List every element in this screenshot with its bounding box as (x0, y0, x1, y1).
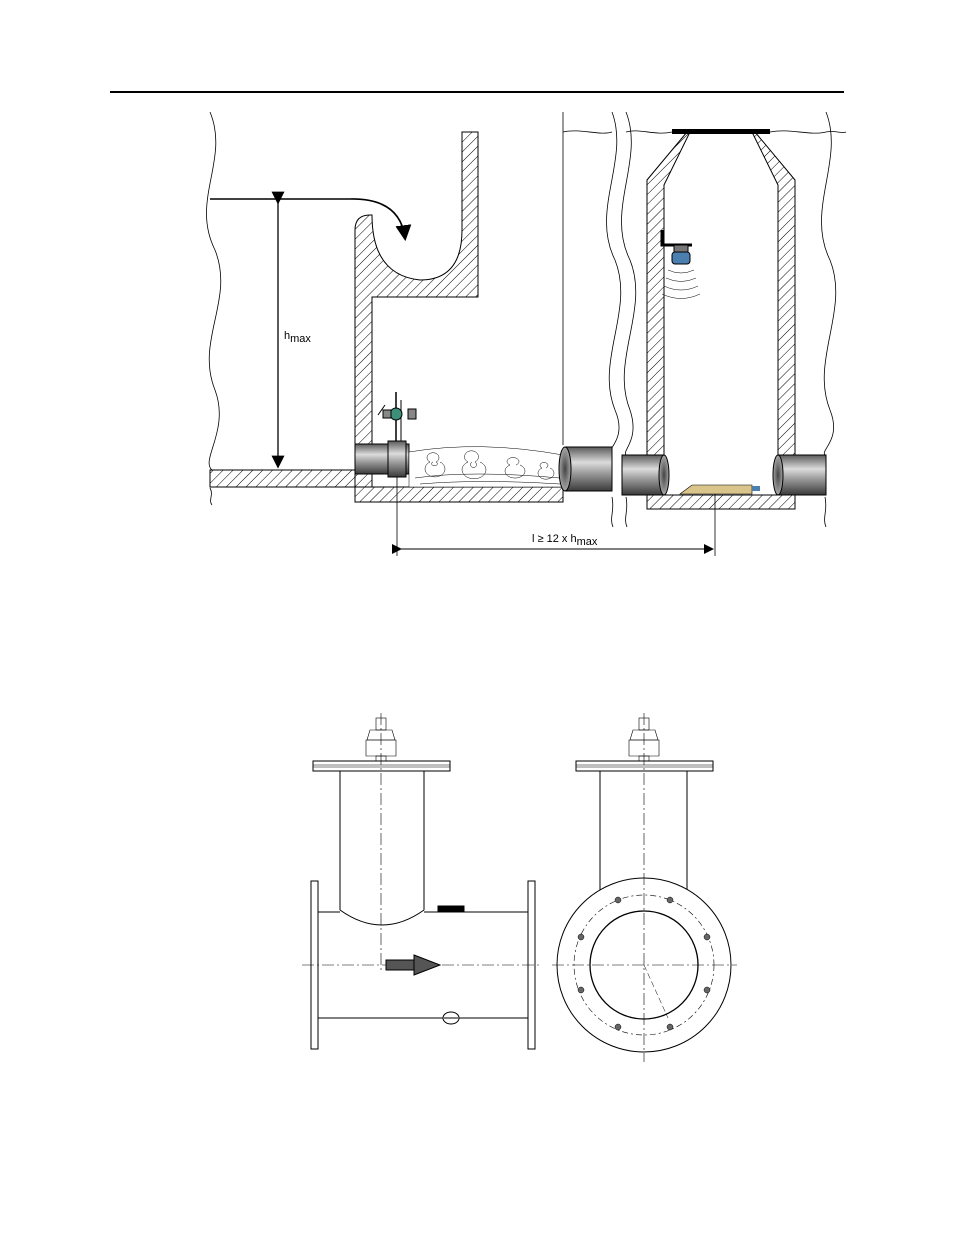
wavy-edge-left (206, 112, 220, 470)
manhole-inlet-pipe (622, 455, 664, 495)
manhole-floor (647, 495, 795, 509)
l-label: l ≥ 12 x hmax (532, 533, 598, 548)
wavy-edge-left-bottom (210, 488, 212, 505)
outlet-pipe-1-end (559, 447, 571, 491)
manhole-wall-right (752, 132, 795, 455)
wavy-edge-right (821, 112, 835, 455)
installation-diagram: hmax (206, 112, 846, 556)
front-top-flange-line (576, 765, 713, 767)
wavy-edge-mid-a (607, 112, 621, 455)
hmax-label: hmax (284, 330, 311, 345)
inlet-wall (355, 132, 478, 487)
ultrasonic-sensor-icon (662, 230, 700, 299)
manhole-outlet-pipe (778, 455, 826, 495)
floor-slab (210, 470, 355, 487)
side-top-flange (313, 761, 450, 771)
outlet-pipe-1 (565, 447, 612, 491)
pipe-section-drawing (302, 713, 737, 1062)
manhole-outlet-pipe-end (773, 455, 783, 495)
flow-arrow-icon (386, 955, 440, 975)
front-top-flange (576, 761, 713, 771)
overflow-arrow (210, 199, 405, 238)
wavy-edge-right-bottom (825, 497, 826, 527)
side-top-fitting (438, 906, 464, 912)
manhole-wall-left (647, 132, 690, 455)
wavy-edge-mid-bottom (612, 497, 627, 527)
pipe-clamp (388, 441, 406, 477)
manhole-cover (672, 129, 770, 134)
valve-probe-icon (378, 392, 416, 441)
wavy-edge-mid-b (621, 112, 635, 455)
chamber-floor (355, 487, 563, 502)
manhole-inlet-pipe-end (659, 455, 669, 495)
side-top-flange-line (313, 765, 450, 767)
submerged-velocity-sensor-icon (680, 485, 760, 494)
